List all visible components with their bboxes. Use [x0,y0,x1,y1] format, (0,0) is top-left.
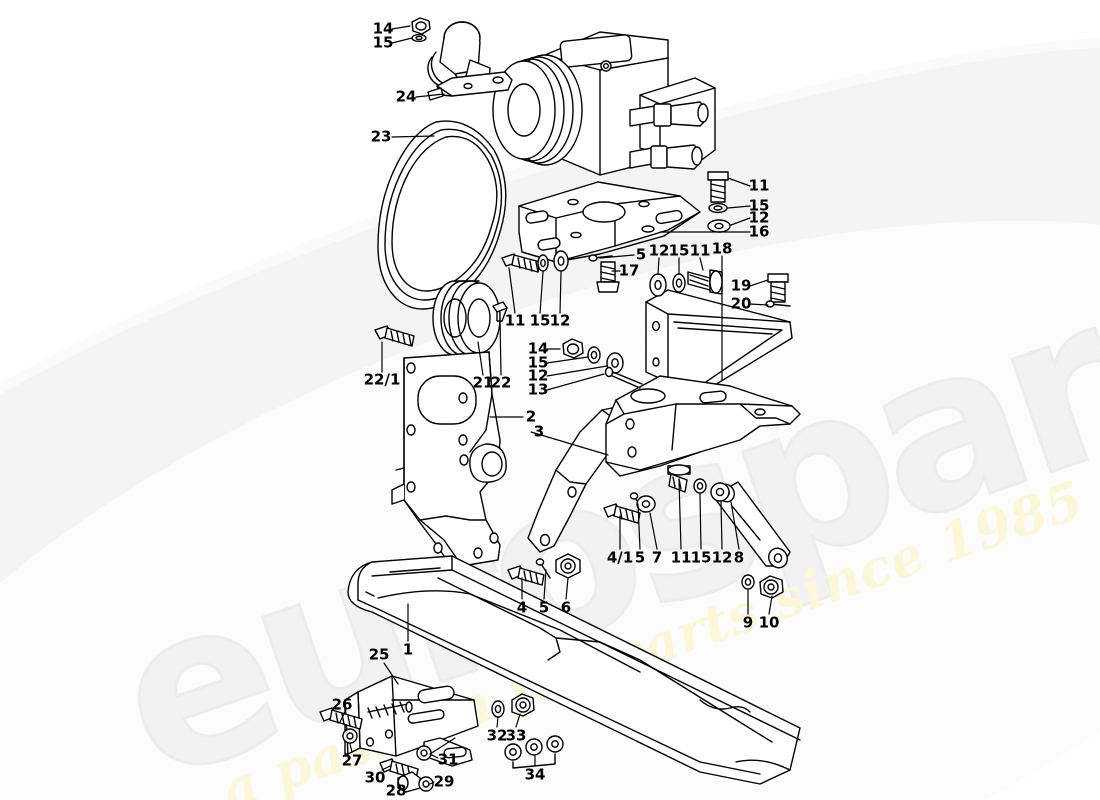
cross-rail-1-art [347,555,801,785]
callout-11[interactable]: 11 [504,311,526,330]
fastener-5c [535,558,551,579]
callout-3[interactable]: 3 [533,422,545,441]
fastener-11b [687,269,723,295]
callout-20[interactable]: 20 [730,294,752,313]
callout-12[interactable]: 12 [711,548,733,567]
fastener-12e [710,482,730,502]
callout-9[interactable]: 9 [742,613,754,632]
fastener-28 [397,771,421,793]
fastener-17 [596,261,620,293]
callout-24[interactable]: 24 [395,87,417,106]
callout-8[interactable]: 8 [733,548,745,567]
callout-15[interactable]: 15 [372,33,394,52]
fastener-11d [667,464,691,493]
callout-33[interactable]: 33 [505,726,527,745]
fastener-4b [507,565,545,586]
crank-pulley-art [432,280,508,356]
callout-18[interactable]: 18 [711,239,733,258]
fastener-34 [504,735,564,769]
callout-10[interactable]: 10 [758,613,780,632]
fastener-14a [411,17,431,35]
callout-25[interactable]: 25 [368,645,390,664]
fastener-12a [707,219,731,233]
fastener-12c [553,250,569,272]
fastener-5a [588,254,613,262]
callout-17[interactable]: 17 [618,261,640,280]
callout-12[interactable]: 12 [648,241,670,260]
fastener-15b [708,202,728,214]
callout-30[interactable]: 30 [364,768,386,787]
compressor-body-art [492,31,716,176]
v-belt-art [377,120,507,310]
fastener-11a [707,171,729,203]
callout-5[interactable]: 5 [538,598,550,617]
callout-4-1[interactable]: 4/1 [606,548,634,567]
callout-6[interactable]: 6 [560,598,572,617]
callout-16[interactable]: 16 [748,222,770,241]
fastener-15d [537,254,549,272]
fastener-26 [319,707,363,730]
fastener-29 [418,776,434,792]
callout-15[interactable]: 15 [527,353,549,372]
upper-mount-plate-art [518,181,701,263]
callout-31[interactable]: 31 [437,750,459,769]
fastener-13 [604,366,643,389]
callout-34[interactable]: 34 [524,765,546,784]
lower-mount-plate-art [605,375,801,477]
fastener-12b [649,273,667,297]
callout-14[interactable]: 14 [372,19,394,38]
callout-12[interactable]: 12 [748,208,770,227]
main-bracket-2-art [391,351,507,567]
leader-lines [339,25,773,791]
callout-4[interactable]: 4 [516,598,528,617]
callout-11[interactable]: 11 [670,548,692,567]
callout-19[interactable]: 19 [730,276,752,295]
fastener-7 [636,495,656,513]
fastener-11c [501,253,541,273]
fastener-15e [587,346,601,364]
callout-2[interactable]: 2 [525,407,537,426]
fastener-31 [416,745,432,761]
callout-28[interactable]: 28 [385,781,407,800]
callout-13[interactable]: 13 [527,380,549,399]
callout-14[interactable]: 14 [527,339,549,358]
switch-sensor-art [427,21,513,101]
callout-7[interactable]: 7 [651,548,663,567]
callout-22[interactable]: 22 [490,373,512,392]
callout-5[interactable]: 5 [635,245,647,264]
callout-15[interactable]: 15 [668,241,690,260]
callout-15[interactable]: 15 [690,548,712,567]
fastener-19 [767,273,789,303]
fastener-22-1 [374,325,415,347]
fastener-33 [511,693,535,717]
fastener-15a [411,33,427,43]
fastener-15f [693,478,707,494]
callout-26[interactable]: 26 [331,695,353,714]
callout-23[interactable]: 23 [370,127,392,146]
callout-12[interactable]: 12 [527,366,549,385]
fastener-4-1 [603,503,641,524]
fastener-9 [741,574,755,590]
callout-29[interactable]: 29 [433,772,455,791]
callout-32[interactable]: 32 [486,726,508,745]
callout-5[interactable]: 5 [634,548,646,567]
callout-21[interactable]: 21 [472,373,494,392]
fastener-14b [562,338,584,359]
callout-22-1[interactable]: 22/1 [363,370,401,389]
fastener-15c [672,273,686,293]
callout-15[interactable]: 15 [748,196,770,215]
fastener-6 [555,553,581,579]
callout-15[interactable]: 15 [529,311,551,330]
fastener-10 [759,575,784,599]
callout-11[interactable]: 11 [748,176,770,195]
callout-12[interactable]: 12 [549,311,571,330]
callout-1[interactable]: 1 [402,640,414,659]
callout-27[interactable]: 27 [341,751,363,770]
fastener-32 [491,700,505,718]
fastener-27 [342,728,358,744]
callout-11[interactable]: 11 [689,241,711,260]
angle-bracket-18-art [645,289,793,395]
